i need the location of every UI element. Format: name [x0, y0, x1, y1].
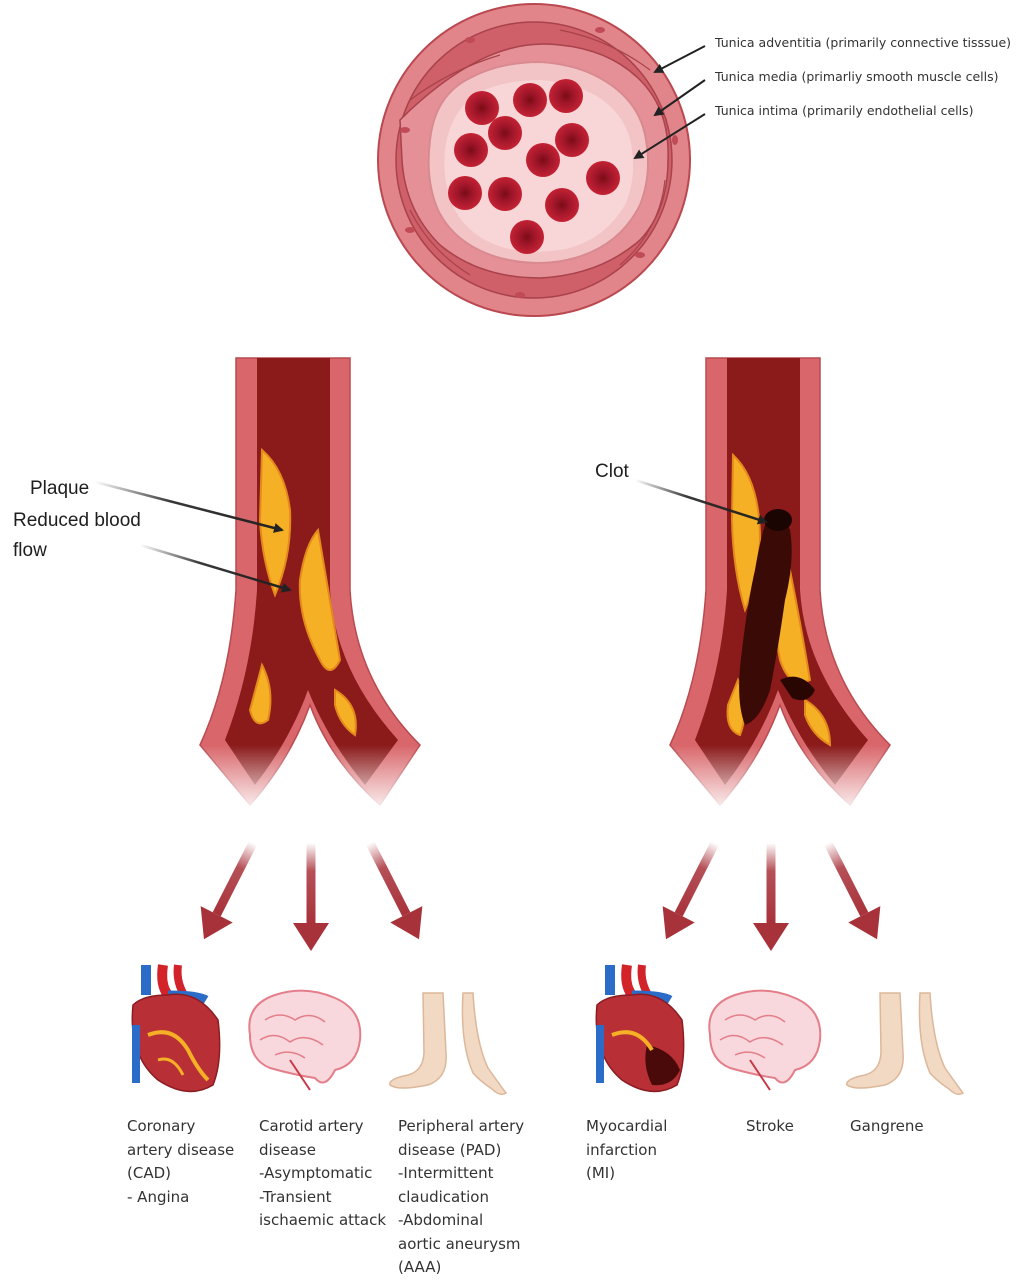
rbc-icon — [454, 133, 488, 167]
rbc-icon — [586, 161, 620, 195]
rbc-icon — [448, 176, 482, 210]
label-tunica-intima: Tunica intima (primarily endothelial cel… — [715, 103, 974, 118]
heart-icon — [596, 965, 683, 1091]
adventitia-pointer — [655, 46, 705, 72]
arrow-down-icon — [188, 835, 269, 948]
caption-cad: Coronary artery disease (CAD) - Angina — [127, 1115, 234, 1209]
arrow-down-icon — [293, 843, 329, 951]
rbc-icon — [526, 143, 560, 177]
leg-arm-icon — [390, 993, 506, 1094]
caption-carotid: Carotid artery disease -Asymptomatic -Tr… — [259, 1115, 386, 1233]
label-reduced-flow-1: Reduced blood — [13, 510, 141, 532]
caption-stroke: Stroke — [746, 1115, 794, 1139]
arrow-down-icon — [753, 843, 789, 951]
label-reduced-flow-2: flow — [13, 540, 47, 562]
heart-icon — [132, 965, 219, 1091]
brain-icon — [249, 991, 360, 1090]
rbc-icon — [465, 91, 499, 125]
leg-arm-icon — [847, 993, 963, 1094]
artery-with-clot — [635, 358, 900, 815]
label-clot: Clot — [595, 461, 629, 483]
label-plaque: Plaque — [30, 478, 89, 500]
rbc-icon — [555, 123, 589, 157]
caption-pad: Peripheral artery disease (PAD) -Intermi… — [398, 1115, 524, 1280]
rbc-icon — [545, 188, 579, 222]
arrow-down-icon — [650, 835, 731, 948]
rbc-icon — [549, 79, 583, 113]
rbc-icon — [488, 177, 522, 211]
rbc-icon — [513, 83, 547, 117]
outcome-arrows — [188, 835, 893, 951]
artery-cross-section — [378, 4, 705, 316]
brain-icon — [709, 991, 820, 1090]
caption-mi: Myocardial infarction (MI) — [586, 1115, 667, 1186]
arrow-down-icon — [812, 835, 893, 948]
rbc-icon — [488, 116, 522, 150]
arrow-down-icon — [354, 835, 435, 948]
label-tunica-media: Tunica media (primarliy smooth muscle ce… — [715, 69, 998, 84]
label-tunica-adventitia: Tunica adventitia (primarily connective … — [715, 35, 1011, 50]
caption-gangrene: Gangrene — [850, 1115, 924, 1139]
artery-with-plaque — [95, 358, 430, 815]
rbc-icon — [510, 220, 544, 254]
